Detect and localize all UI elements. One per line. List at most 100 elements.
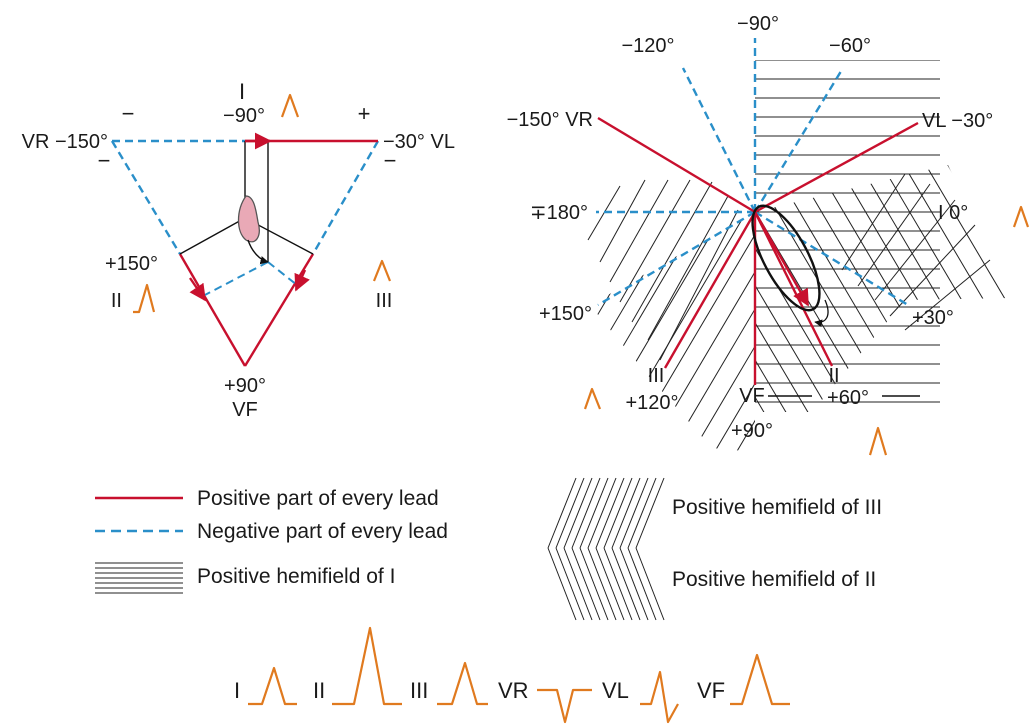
hatch-line [675,212,755,452]
hatch-line [0,40,188,480]
hatch-line [904,259,991,331]
hatch-line [984,40,1030,480]
ecg-wave-III-icon [437,661,488,706]
hatch-line [590,212,717,452]
hatch-line [918,40,1030,480]
hatch-line [647,195,729,341]
hatch-line [547,547,577,621]
hatch-line [579,547,609,621]
lead-II-wave-icon [133,283,156,314]
ecg-label-I: I [234,678,240,703]
qrs-loop [751,204,821,312]
legend-hemifield-III-swatch [547,477,665,549]
hatch-line [807,165,1010,412]
hatch-line [590,212,673,452]
ecg-wave-VL-icon [640,670,679,724]
vf-label: VF [739,385,765,407]
hatch-line [587,477,617,549]
hatch-line [609,179,669,283]
hatch-line [917,165,1010,412]
legend-positive-label: Positive part of every lead [197,487,439,510]
hatch-line [619,477,649,549]
hatch-line [258,40,518,480]
hatch-line [170,40,430,480]
hatch-line [961,165,1010,412]
hatch-line [571,477,601,549]
vl-minus-30-label: VL −30° [922,110,993,132]
hatch-line [0,40,122,480]
lead-I-wave-icon [280,93,300,118]
hatch-line [0,40,34,480]
hemifield-I-hatching [755,60,940,403]
hatch-line [939,165,1010,412]
lead-II-projection [202,261,269,297]
plus-120-label: +120° [625,392,678,414]
hatch-line [874,40,1030,480]
plus-150-label: +150° [539,303,592,325]
hatch-line [763,165,1010,412]
hatch-line [590,212,607,452]
vf-label: VF [232,399,258,421]
legend-hemifield-I-label: Positive hemifield of I [197,565,395,588]
hatch-line [631,181,713,323]
hatch-line [590,212,755,452]
hatch-line [857,183,931,287]
hatch-line [563,547,593,621]
ecg-wave-VR-icon [537,688,592,724]
mean-vector-arrow [247,239,269,265]
hatch-line [829,165,1010,412]
hatch-line [579,477,609,549]
legend-hemifield-III-label: Positive hemifield of III [672,496,882,519]
einthoven-triangle: I −90° − + VR −150° −30° VL − − +150° II… [22,79,455,421]
hatch-line [599,179,646,263]
rotation-arrow [814,299,829,328]
lead-II-positive-half [178,253,247,367]
lead-II-label: II [111,290,122,312]
hatch-line [962,40,1030,480]
hatch-line [755,165,761,412]
hatch-line [0,40,56,480]
minus-60-label: −60° [829,35,871,57]
hatch-line [1006,40,1030,480]
hatch-line [983,165,1010,412]
hatch-line [555,477,585,549]
hatch-line [0,40,34,480]
ecg-label-VF: VF [697,678,725,703]
vr-label: VR −150° [22,131,108,153]
lead-I-wave-icon [1012,205,1030,228]
projection-line [179,217,246,255]
hatch-line [590,212,651,452]
hatch-line [785,165,1010,412]
minus-90-label: −90° [223,105,265,127]
hatch-line [170,40,430,480]
ecg-strip: I II III VR VL VF [234,626,790,724]
mean-axis-arrow [753,211,810,307]
legend-hemifield-II-swatch [547,547,665,621]
hatch-line [611,477,641,549]
minus-sign: − [98,148,111,173]
hatch-line [874,199,956,301]
hatch-line [0,40,78,480]
axis-minus-120 [681,67,757,213]
lead-III-wave-icon [372,259,392,282]
lead-III-negative-half [311,140,380,255]
lead-III-projection-arrow [294,269,310,292]
hatch-line [0,40,12,480]
plus-60-label: +60° [827,387,869,409]
hatch-line [280,40,540,480]
lead-III-label: III [376,290,393,312]
legend-negative-label: Negative part of every lead [197,520,448,543]
hatch-line [0,40,78,480]
hatch-line [786,40,1030,480]
hatch-line [60,40,320,480]
hatch-line [889,224,976,317]
ecg-label-VR: VR [498,678,529,703]
ecg-label-III: III [410,678,428,703]
hatch-line [258,40,518,480]
plus-30-label: +30° [912,307,954,329]
hatch-line [0,40,100,480]
plus-90-label: +90° [731,420,773,442]
lead-II-label: II [828,365,839,387]
hatch-line [0,40,122,480]
hatch-line [635,477,665,549]
